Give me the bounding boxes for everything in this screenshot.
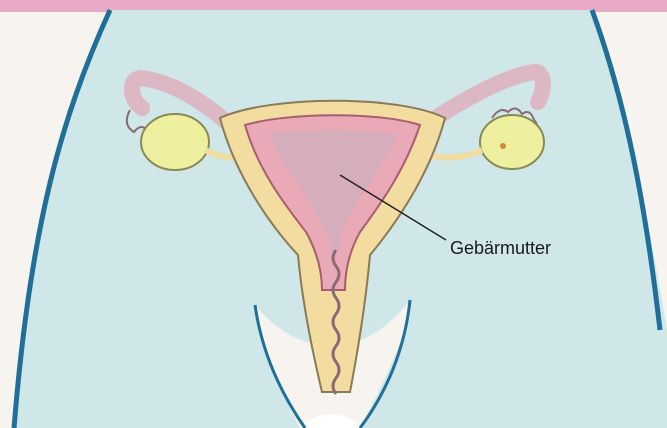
egg-cell [500,143,506,149]
thigh-gap [300,415,360,428]
ovary-left [141,114,209,170]
uterus-label: Gebärmutter [450,238,551,258]
ovary-right [480,115,544,169]
